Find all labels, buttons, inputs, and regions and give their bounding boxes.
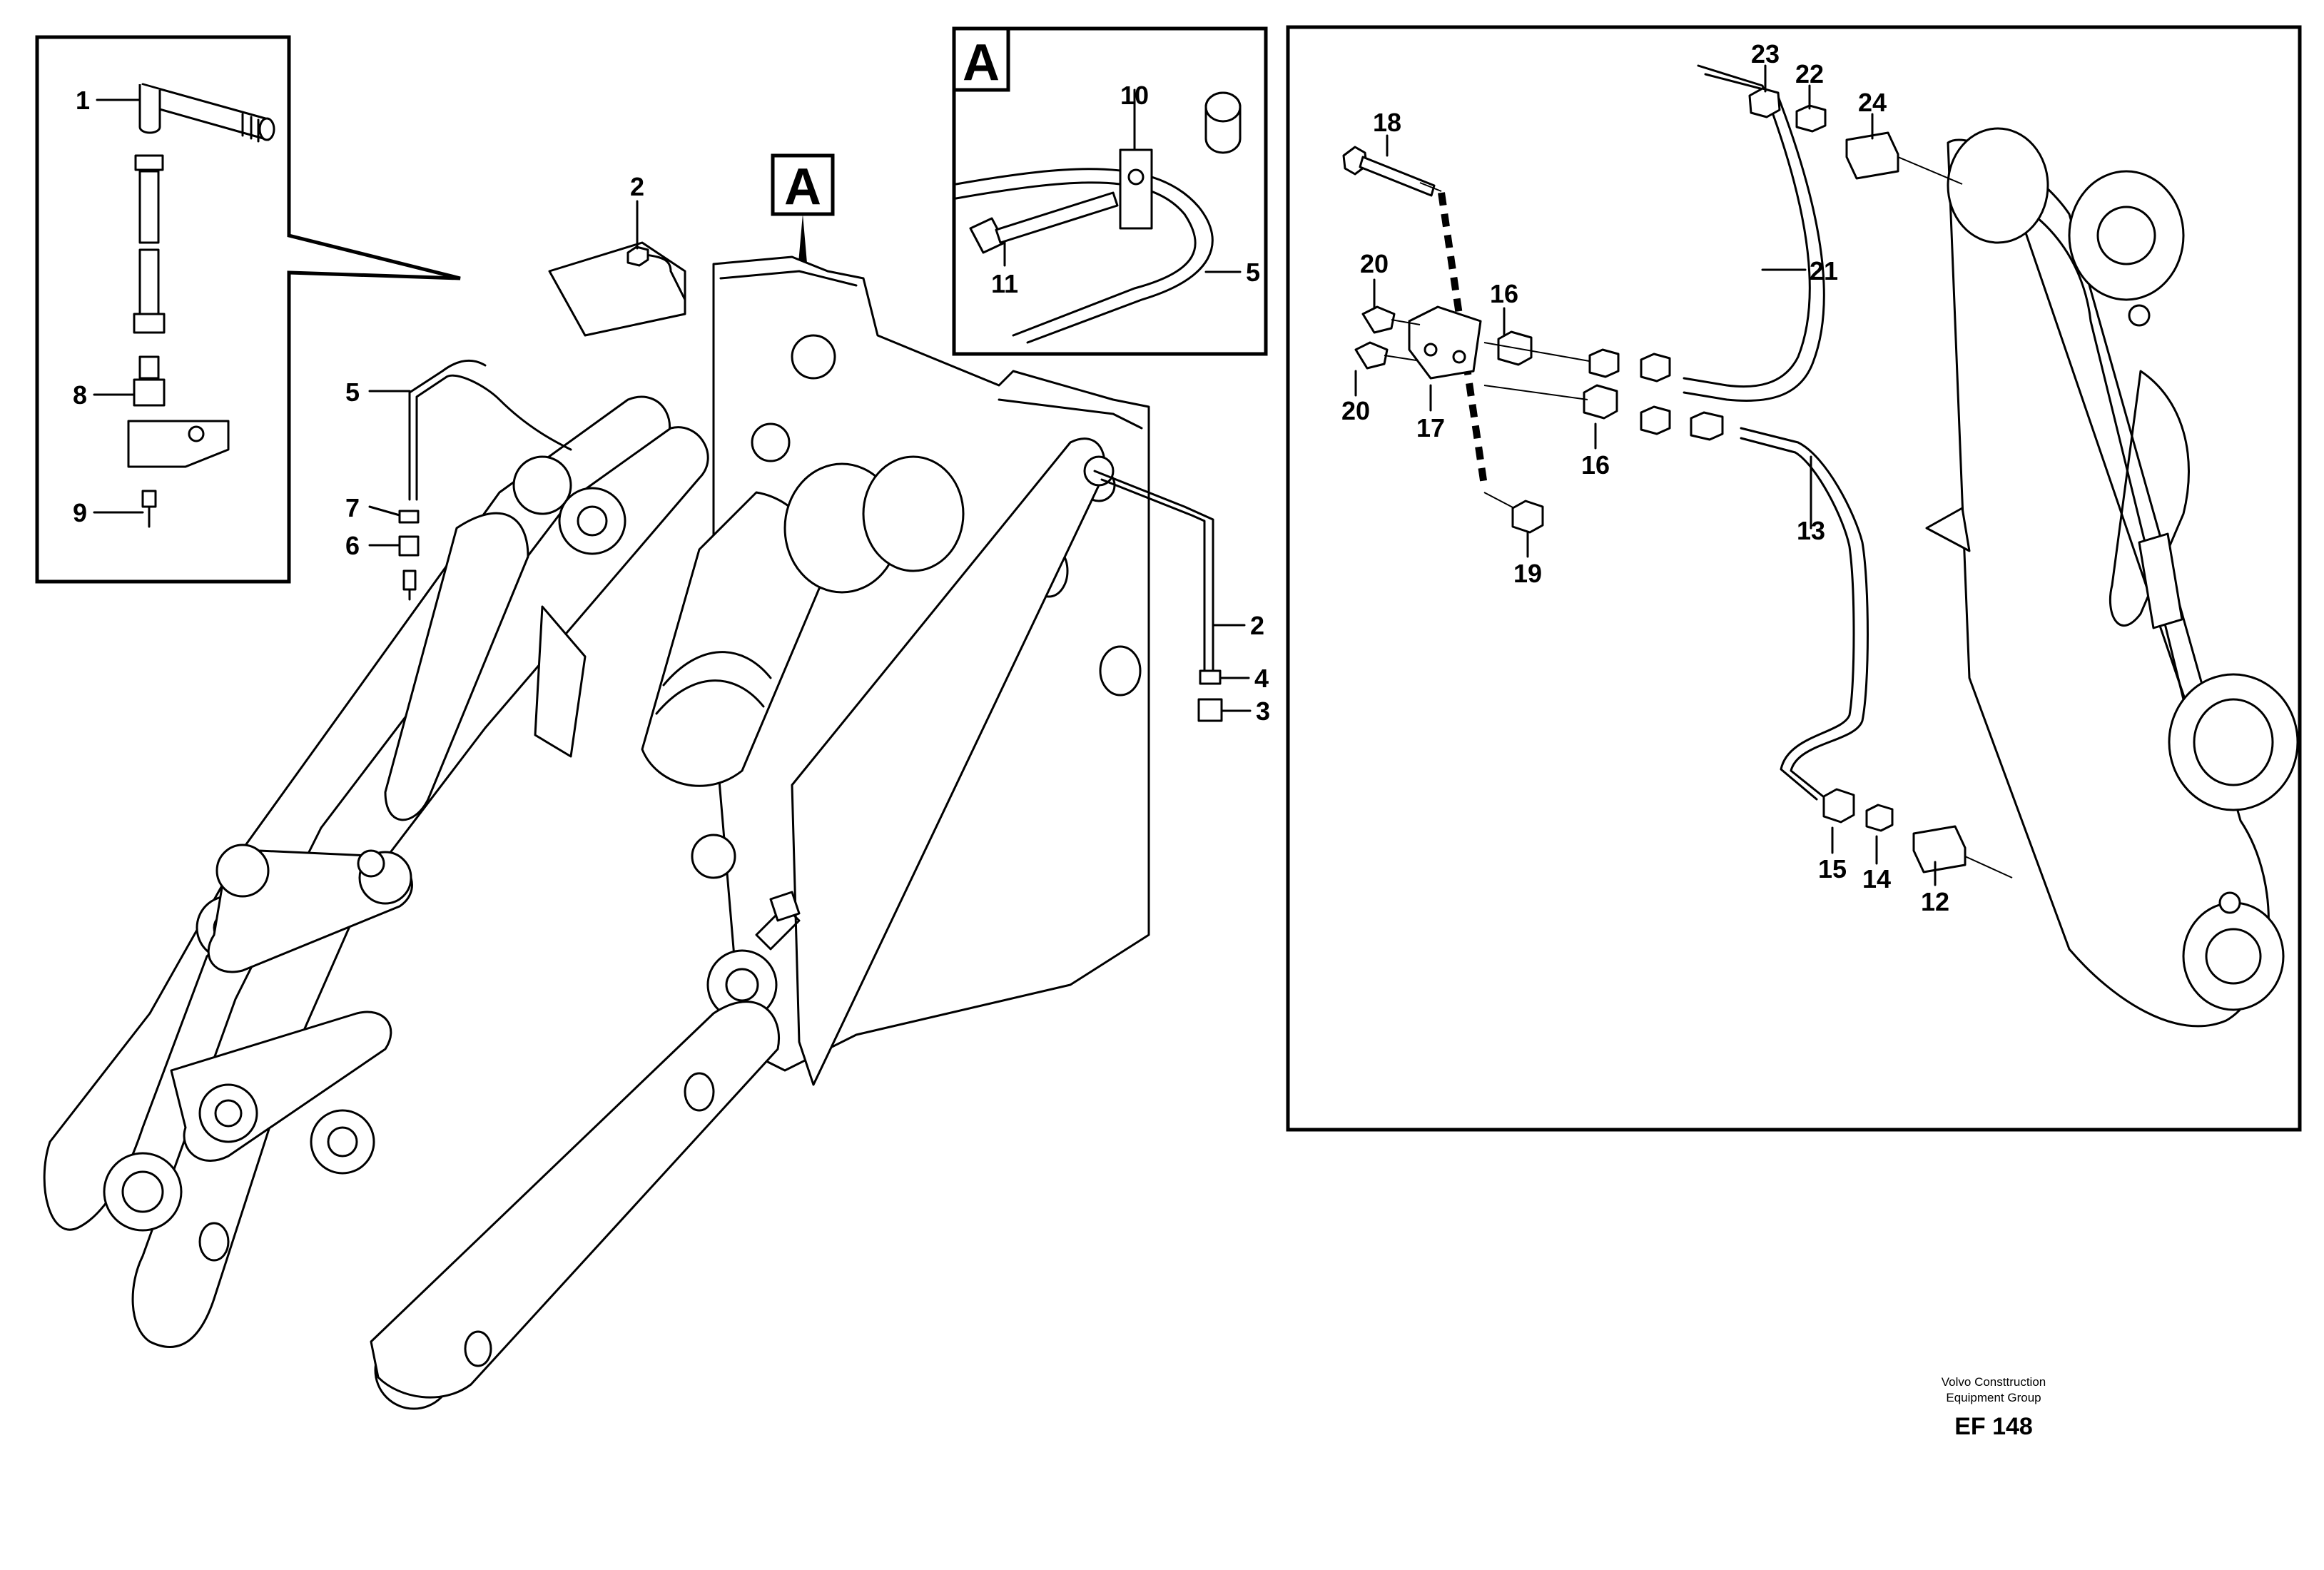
bracket-plate	[127, 420, 230, 468]
grease-nipple-part-9	[141, 490, 157, 508]
callout-22: 22	[1795, 59, 1824, 88]
callout-1: 1	[76, 86, 90, 115]
callout-4: 4	[1254, 664, 1269, 693]
sleeve-upper-a	[1588, 348, 1620, 378]
callout-21: 21	[1810, 256, 1838, 285]
inset-lubrication-fitting-detail: 1 8 9	[35, 35, 461, 584]
pipe-end	[258, 117, 275, 141]
pipe-elbow	[138, 84, 161, 134]
callout-17: 17	[1416, 413, 1445, 442]
inset-right-lubrication-lines: 18 23 22 24 21 20 16 20 17 16 19 13 15 1…	[1286, 25, 2302, 1132]
nut-upper	[134, 154, 164, 171]
thread-spacer	[138, 355, 160, 380]
nut-upper-a	[1640, 353, 1671, 383]
inset-frame-a	[952, 26, 1268, 356]
callout-8: 8	[73, 380, 87, 410]
nipple-left	[402, 569, 417, 591]
company-line-2: Equipment Group	[1946, 1391, 2041, 1404]
bolt-part-11-shank	[995, 191, 1119, 244]
nut-part-23	[1748, 87, 1781, 118]
callout-13: 13	[1797, 516, 1825, 545]
callout-18: 18	[1373, 108, 1401, 137]
adapter-part-16-bottom	[1583, 384, 1618, 420]
main-loader-frame-view: A	[43, 153, 1270, 1410]
detail-a-tag-box	[952, 26, 1010, 92]
pointer-a-label: A	[784, 158, 821, 216]
fitting-part-24	[1845, 131, 1899, 180]
grease-nipple-part-20-top	[1361, 305, 1396, 334]
fitting-part-4	[1199, 669, 1222, 685]
callout-24: 24	[1858, 88, 1887, 117]
callout-12: 12	[1921, 887, 1949, 916]
upper-link-pivot	[512, 455, 572, 515]
fitting-part-12	[1912, 825, 1967, 873]
callout-16-bottom: 16	[1581, 450, 1610, 480]
inset-detail-a: A 10 11 5	[952, 26, 1268, 356]
inset-frame-left	[35, 35, 461, 584]
lift-arm-right	[131, 426, 709, 1348]
bolt-part-18-shank	[1359, 156, 1436, 197]
sleeve-part-14	[1865, 804, 1894, 832]
company-line-1: Volvo Consttruction	[1942, 1375, 2046, 1389]
callout-15: 15	[1818, 854, 1847, 883]
callout-5-left: 5	[345, 378, 360, 407]
callout-6: 6	[345, 531, 360, 560]
callout-9: 9	[73, 498, 87, 527]
inset-frame-right	[1286, 25, 2302, 1132]
callout-19: 19	[1513, 559, 1542, 588]
grease-nipple-part-20-bottom	[1354, 341, 1389, 370]
callout-14: 14	[1862, 864, 1891, 893]
plate-upper	[548, 241, 686, 337]
frame-pivot-hole	[791, 334, 836, 380]
arm-web-slot	[2138, 532, 2183, 629]
detail-a-title: A	[963, 34, 1000, 91]
figure-code: EF 148	[1954, 1413, 2033, 1440]
callout-23: 23	[1751, 39, 1780, 69]
callout-16-top: 16	[1490, 279, 1518, 308]
callout-20-bottom: 20	[1341, 396, 1370, 425]
callout-5-detail: 5	[1246, 258, 1260, 287]
nut-part-19	[1511, 500, 1544, 534]
sleeve-lower-a	[1640, 405, 1671, 435]
callout-7: 7	[345, 493, 360, 522]
nut-part-15	[1822, 788, 1855, 824]
callout-10: 10	[1120, 81, 1149, 110]
callout-3: 3	[1256, 697, 1270, 726]
pipe-part-1	[141, 83, 270, 141]
manifold-block-part-17	[1408, 305, 1482, 380]
arm-flange	[1925, 507, 1971, 552]
clamp-part-10	[1119, 148, 1153, 230]
sleeve-part-3	[1197, 698, 1223, 722]
tilt-bellcrank	[384, 512, 529, 821]
footer-credit: Volvo Consttruction Equipment Group EF 1…	[1942, 1375, 2046, 1440]
arm-boss-top-left	[1947, 127, 2049, 244]
pipe-segment-b	[138, 248, 160, 315]
callout-11: 11	[991, 269, 1018, 298]
callout-20-top: 20	[1360, 249, 1389, 278]
lift-arm-front	[370, 1001, 780, 1399]
fitting-part-7	[398, 510, 420, 524]
pipe-segment-a	[138, 170, 160, 244]
nut-part-8	[133, 378, 166, 407]
sleeve-part-22	[1795, 104, 1827, 133]
nut-lower-a	[1690, 411, 1724, 441]
sleeve-part-6	[398, 535, 420, 557]
callout-2-right: 2	[1250, 611, 1264, 640]
callout-2-upper: 2	[630, 172, 644, 201]
nut-middle	[133, 313, 166, 334]
